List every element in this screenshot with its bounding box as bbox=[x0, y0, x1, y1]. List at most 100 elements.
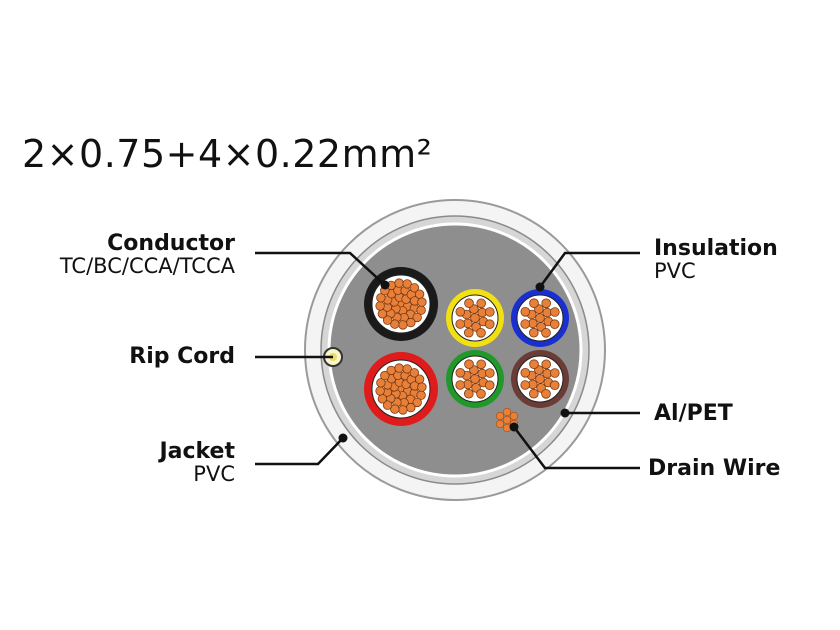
conductor-strand bbox=[484, 307, 495, 317]
core-green bbox=[446, 350, 504, 408]
conductor-strand bbox=[520, 367, 531, 378]
dot-al-pet bbox=[560, 408, 570, 418]
conductor-strand bbox=[375, 386, 385, 396]
core-brown bbox=[511, 350, 569, 408]
conductor-strand bbox=[549, 307, 560, 317]
label-drain-wire-name: Drain Wire bbox=[648, 456, 781, 481]
drain-strand bbox=[509, 411, 519, 421]
conductor-strand bbox=[394, 363, 404, 373]
conductor-strand bbox=[377, 309, 388, 319]
label-insulation-name: Insulation bbox=[654, 236, 778, 261]
conductor-strand bbox=[520, 319, 530, 329]
conductor-strand bbox=[375, 301, 385, 311]
conductor-strand bbox=[390, 319, 400, 329]
conductor-strand bbox=[541, 327, 551, 338]
conductor-strand bbox=[476, 327, 486, 338]
label-jacket-name: Jacket bbox=[159, 439, 235, 464]
conductor-strand bbox=[463, 327, 474, 338]
dot-drain-wire bbox=[509, 422, 519, 432]
conductor-strand bbox=[463, 388, 474, 399]
conductor-strand bbox=[541, 298, 551, 309]
core-black bbox=[364, 267, 438, 341]
conductor-strand bbox=[520, 380, 530, 390]
conductor-strand bbox=[409, 368, 420, 378]
cable-spec-title: 2×0.75+4×0.22mm² bbox=[22, 132, 433, 176]
conductor-strand bbox=[476, 298, 487, 309]
conductor-strand bbox=[380, 370, 390, 381]
label-jacket-detail: PVC bbox=[193, 462, 235, 486]
leader-conductor bbox=[255, 251, 386, 286]
conductor-strand bbox=[549, 380, 560, 391]
conductor-strand bbox=[412, 312, 422, 323]
conductor-strand bbox=[520, 306, 531, 317]
conductor-strand bbox=[382, 400, 393, 410]
conductor-strand bbox=[386, 365, 396, 376]
label-al-pet: Al/PET bbox=[654, 403, 733, 425]
leader-insulation bbox=[538, 251, 640, 288]
conductor-strand bbox=[376, 378, 386, 388]
leader-jacket bbox=[255, 437, 344, 466]
conductor-strand bbox=[484, 380, 495, 391]
leader-drain-wire bbox=[513, 426, 640, 470]
conductor-strand bbox=[414, 374, 425, 384]
conductor-strand bbox=[476, 388, 486, 399]
conductor-strand bbox=[549, 319, 560, 330]
conductor-strand bbox=[412, 397, 422, 408]
conductor-strand bbox=[484, 368, 495, 378]
label-rip-cord-name: Rip Cord bbox=[129, 344, 235, 369]
al-pet-shield bbox=[327, 222, 583, 478]
label-insulation: Insulation PVC bbox=[654, 238, 778, 282]
dot-conductor bbox=[380, 280, 390, 290]
label-conductor: Conductor TC/BC/CCA/TCCA bbox=[60, 233, 235, 277]
conductor-strand bbox=[417, 382, 427, 392]
conductor-strand bbox=[528, 327, 539, 338]
conductor-strand bbox=[484, 319, 495, 330]
core-red bbox=[364, 352, 438, 426]
conductor-strand bbox=[541, 388, 551, 399]
label-al-pet-name: Al/PET bbox=[654, 401, 733, 426]
conductor-strand bbox=[390, 404, 400, 414]
drain-wire bbox=[495, 407, 519, 433]
conductor-strand bbox=[402, 364, 412, 374]
label-conductor-detail: TC/BC/CCA/TCCA bbox=[59, 254, 235, 278]
drain-strand bbox=[502, 415, 512, 425]
conductor-strand bbox=[464, 359, 474, 370]
cores-group bbox=[364, 267, 569, 426]
drain-strand bbox=[495, 419, 505, 429]
leader-lines bbox=[255, 251, 640, 470]
conductor-strand bbox=[528, 388, 539, 399]
conductor-strand bbox=[402, 279, 412, 289]
dot-jacket bbox=[338, 433, 348, 443]
conductor-strand bbox=[382, 315, 393, 325]
conductor-strand bbox=[406, 317, 416, 328]
drain-strand bbox=[502, 407, 512, 417]
label-drain-wire: Drain Wire bbox=[648, 458, 780, 480]
core-blue bbox=[511, 289, 569, 347]
label-conductor-name: Conductor bbox=[107, 231, 235, 256]
conductor-strand bbox=[417, 297, 427, 307]
label-rip-cord: Rip Cord bbox=[129, 346, 235, 368]
conductor-strand bbox=[398, 320, 408, 330]
conductor-strand bbox=[464, 298, 474, 309]
leader-dots bbox=[338, 280, 570, 443]
conductor-strand bbox=[529, 359, 539, 370]
conductor-strand bbox=[541, 359, 551, 370]
conductor-strand bbox=[377, 394, 388, 404]
label-jacket: Jacket PVC bbox=[159, 441, 235, 485]
conductor-strand bbox=[455, 367, 466, 378]
conductor-strand bbox=[406, 402, 416, 413]
conductor-strand bbox=[455, 306, 466, 317]
label-insulation-detail: PVC bbox=[654, 259, 696, 283]
conductor-strand bbox=[409, 283, 420, 293]
conductor-strand bbox=[376, 293, 386, 303]
conductor-strand bbox=[414, 289, 425, 299]
conductor-strand bbox=[529, 298, 539, 309]
conductor-strand bbox=[394, 278, 404, 288]
drain-strand bbox=[495, 411, 505, 421]
conductor-strand bbox=[398, 405, 408, 415]
conductor-strand bbox=[476, 359, 487, 370]
conductor-strand bbox=[549, 368, 560, 378]
core-yellow bbox=[446, 289, 504, 347]
dot-insulation bbox=[535, 282, 545, 292]
